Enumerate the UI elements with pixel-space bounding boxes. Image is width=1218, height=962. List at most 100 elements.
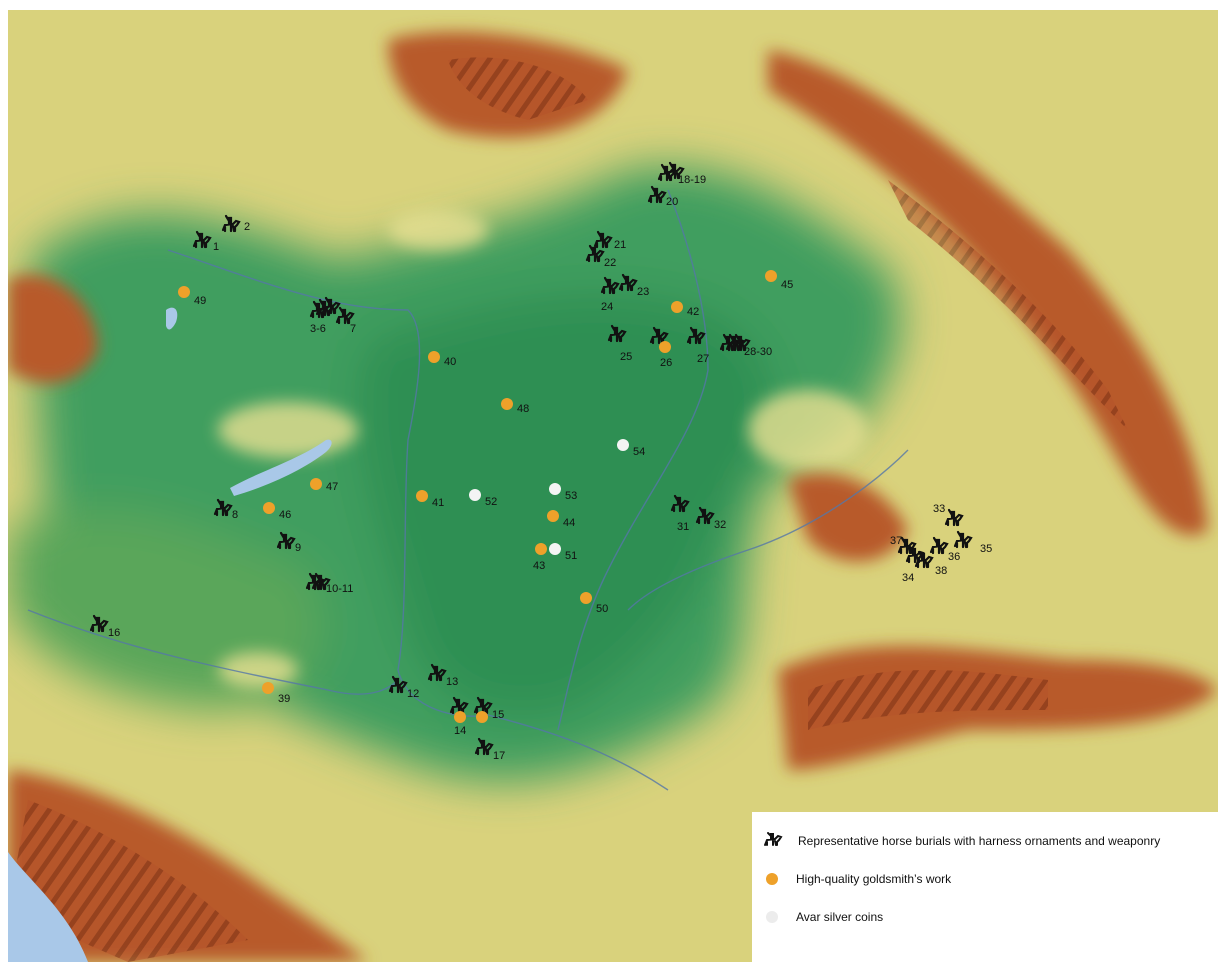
- horse-rider-icon: [670, 494, 690, 513]
- site-number-label: 48: [517, 403, 529, 415]
- horse-rider-icon: [929, 536, 949, 555]
- silver-coin-site-marker: [469, 489, 481, 501]
- site-number-label: 40: [444, 356, 456, 368]
- site-number-label: 13: [446, 676, 458, 688]
- site-number-label: 7: [350, 323, 356, 335]
- legend-row-horse: Representative horse burials with harnes…: [762, 830, 1160, 852]
- horse-rider-icon: [89, 614, 109, 633]
- site-number-label: 31: [677, 521, 689, 533]
- goldsmith-site-marker: [659, 341, 671, 353]
- sea: [8, 852, 88, 962]
- site-number-label: 33: [933, 503, 945, 515]
- legend-row-gold: High-quality goldsmith’s work: [762, 868, 951, 890]
- horse-rider-icon: [607, 324, 627, 343]
- site-number-label: 47: [326, 481, 338, 493]
- site-number-label: 28-30: [744, 346, 772, 358]
- goldsmith-site-marker: [547, 510, 559, 522]
- horse-rider-icon: [897, 536, 917, 555]
- legend-coin-label: Avar silver coins: [796, 910, 884, 924]
- site-number-label: 37: [890, 535, 902, 547]
- horse-rider-icon: [649, 326, 669, 345]
- goldsmith-site-marker: [476, 711, 488, 723]
- site-number-label: 41: [432, 497, 444, 509]
- site-number-label: 21: [614, 239, 626, 251]
- goldsmith-site-marker: [262, 682, 274, 694]
- site-number-label: 22: [604, 257, 616, 269]
- site-number-label: 18-19: [678, 174, 706, 186]
- site-number-label: 3-6: [310, 323, 326, 335]
- horse-rider-icon: [618, 273, 638, 292]
- horse-rider-icon: [764, 832, 783, 846]
- site-number-label: 46: [279, 509, 291, 521]
- horse-rider-icon: [953, 530, 973, 549]
- site-number-label: 1: [213, 241, 219, 253]
- map-legend: Representative horse burials with harnes…: [752, 812, 1218, 962]
- horse-rider-icon: [600, 276, 620, 295]
- goldsmith-site-marker: [416, 490, 428, 502]
- horse-rider-icon: [647, 185, 667, 204]
- horse-rider-icon: [321, 296, 341, 315]
- site-number-label: 26: [660, 357, 672, 369]
- site-number-label: 16: [108, 627, 120, 639]
- horse-rider-icon: [665, 161, 685, 180]
- goldsmith-site-marker: [310, 478, 322, 490]
- legend-gold-label: High-quality goldsmith’s work: [796, 872, 952, 886]
- site-number-label: 14: [454, 725, 466, 737]
- site-number-label: 45: [781, 279, 793, 291]
- horse-rider-icon: [914, 550, 934, 569]
- white-dot-icon: [766, 911, 778, 923]
- site-number-label: 42: [687, 306, 699, 318]
- site-number-label: 44: [563, 517, 575, 529]
- horse-rider-icon: [335, 306, 355, 325]
- lake-neusiedl: [166, 307, 178, 330]
- horse-rider-icon: [213, 498, 233, 517]
- site-number-label: 39: [278, 693, 290, 705]
- horse-rider-icon: [686, 326, 706, 345]
- goldsmith-site-marker: [178, 286, 190, 298]
- site-number-label: 43: [533, 560, 545, 572]
- legend-row-coin: Avar silver coins: [762, 906, 883, 928]
- horse-rider-icon: [276, 531, 296, 550]
- goldsmith-site-marker: [765, 270, 777, 282]
- horse-rider-icon: [695, 506, 715, 525]
- site-number-label: 15: [492, 709, 504, 721]
- goldsmith-site-marker: [428, 351, 440, 363]
- site-number-label: 17: [493, 750, 505, 762]
- horse-rider-icon: [388, 675, 408, 694]
- horse-rider-icon: [449, 696, 469, 715]
- site-number-label: 49: [194, 295, 206, 307]
- orange-dot-icon: [766, 873, 778, 885]
- site-number-label: 12: [407, 688, 419, 700]
- site-number-label: 24: [601, 301, 613, 313]
- site-number-label: 9: [295, 542, 301, 554]
- site-number-label: 53: [565, 490, 577, 502]
- silver-coin-site-marker: [549, 483, 561, 495]
- horse-rider-icon: [221, 214, 241, 233]
- goldsmith-site-marker: [671, 301, 683, 313]
- goldsmith-site-marker: [263, 502, 275, 514]
- horse-rider-icon: [192, 230, 212, 249]
- site-number-label: 38: [935, 565, 947, 577]
- site-number-label: 20: [666, 196, 678, 208]
- legend-horse-label: Representative horse burials with harnes…: [798, 834, 1161, 848]
- site-number-label: 35: [980, 543, 992, 555]
- site-number-label: 52: [485, 496, 497, 508]
- site-number-label: 2: [244, 221, 250, 233]
- site-number-label: 36: [948, 551, 960, 563]
- horse-rider-icon: [905, 545, 925, 564]
- silver-coin-site-marker: [617, 439, 629, 451]
- horse-rider-icon: [427, 663, 447, 682]
- silver-coin-site-marker: [549, 543, 561, 555]
- goldsmith-site-marker: [501, 398, 513, 410]
- goldsmith-site-marker: [535, 543, 547, 555]
- site-number-label: 27: [697, 353, 709, 365]
- site-number-label: 50: [596, 603, 608, 615]
- site-number-label: 8: [232, 509, 238, 521]
- site-number-label: 54: [633, 446, 645, 458]
- site-number-label: 25: [620, 351, 632, 363]
- site-number-label: 34: [902, 572, 914, 584]
- site-number-label: 10-11: [326, 583, 353, 595]
- site-number-label: 51: [565, 550, 577, 562]
- horse-rider-icon: [585, 244, 605, 263]
